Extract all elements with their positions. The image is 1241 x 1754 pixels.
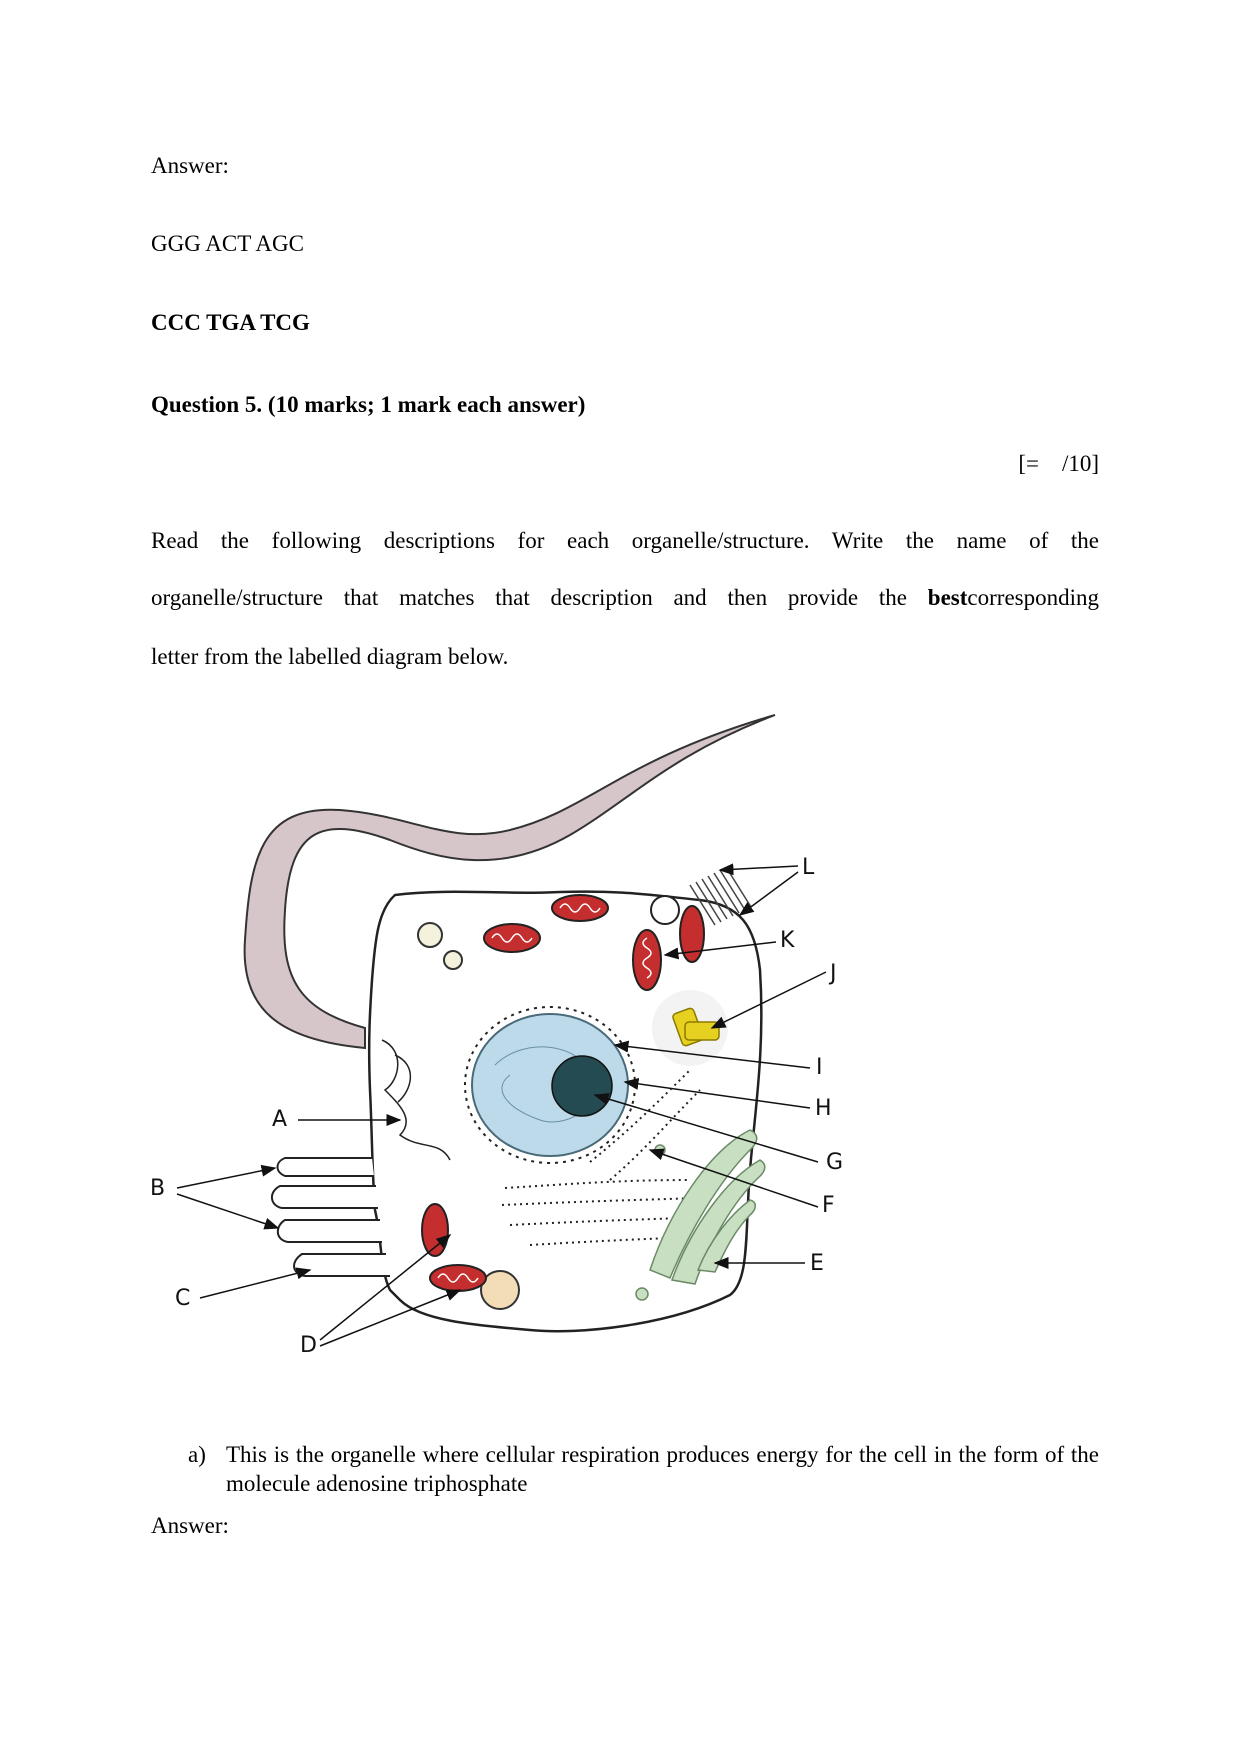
instructions-line-2-text: organelle/structure that matches that de…	[151, 585, 928, 610]
vesicle	[417, 922, 443, 948]
answer-label-2: Answer:	[151, 1513, 229, 1538]
instructions-line-1: Read the following descriptions for each…	[151, 528, 1099, 553]
rough-endoplasmic-reticulum	[501, 1069, 703, 1246]
label-e: E	[810, 1251, 824, 1276]
microvilli	[271, 1157, 390, 1277]
flagellum	[243, 714, 776, 1050]
dna-sequence-top: GGG ACT AGC	[151, 231, 304, 256]
label-l: L	[802, 855, 815, 880]
answer-label: Answer:	[151, 153, 229, 178]
label-h: H	[815, 1096, 832, 1121]
instructions-emphasis: best	[927, 585, 968, 610]
question-a-marker: a)	[188, 1442, 206, 1467]
label-f: F	[822, 1193, 835, 1218]
instructions-line-2: organelle/structure that matches that de…	[151, 584, 1099, 612]
dna-sequence-bottom: CCC TGA TCG	[151, 310, 310, 335]
vesicle	[443, 950, 463, 970]
vesicle	[480, 1270, 520, 1310]
label-d: D	[300, 1333, 317, 1358]
label-j: J	[828, 961, 837, 986]
diagram-labels: A B C D E F G H I J K L	[150, 855, 843, 1358]
leader-lines	[176, 863, 827, 1347]
label-b: B	[150, 1176, 165, 1201]
animal-cell-diagram: A B C D E F G H I J K L	[150, 714, 843, 1358]
smooth-endoplasmic-reticulum	[381, 1039, 451, 1161]
question-a-text: This is the organelle where cellular res…	[226, 1442, 1099, 1496]
label-g: G	[826, 1150, 843, 1175]
nucleus	[464, 1006, 636, 1164]
label-k: K	[780, 928, 795, 953]
instructions-line-2-end: corresponding	[967, 585, 1099, 610]
instructions-line-3: letter from the labelled diagram below.	[151, 644, 509, 669]
question-heading: Question 5. (10 marks; 1 mark each answe…	[151, 392, 586, 417]
vesicle	[650, 895, 680, 925]
label-c: C	[175, 1286, 190, 1311]
score-box: [= /10]	[1018, 451, 1099, 476]
label-a: A	[272, 1107, 287, 1132]
golgi-apparatus	[635, 1129, 766, 1301]
label-i: I	[816, 1055, 823, 1080]
centriole	[652, 990, 728, 1066]
